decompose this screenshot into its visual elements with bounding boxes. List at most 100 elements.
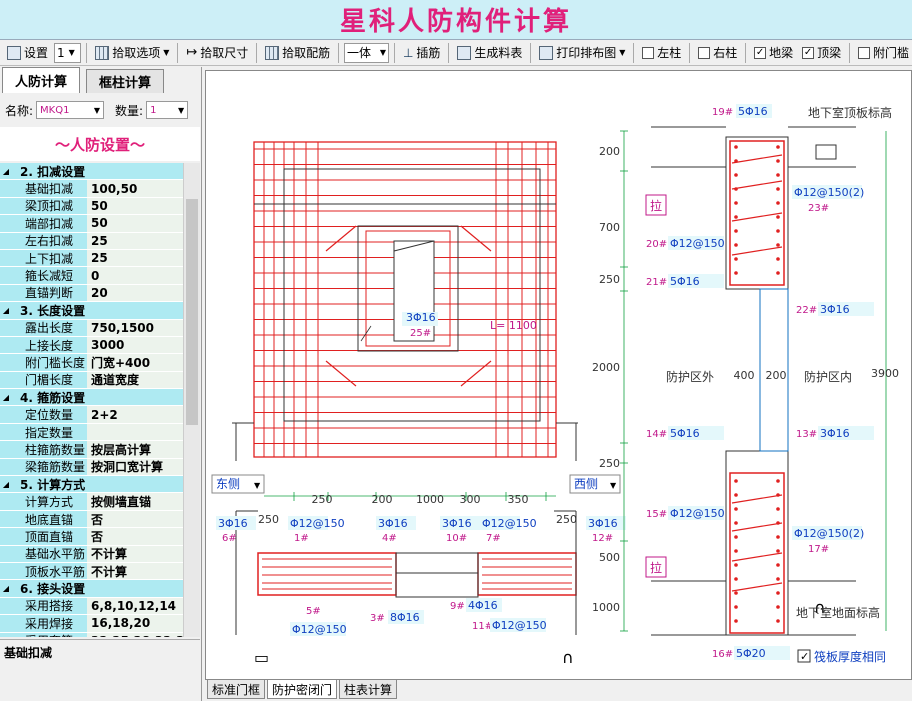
collapse-icon[interactable]: ◢: [2, 584, 10, 594]
insert-rebar-button[interactable]: ⊥插筋: [402, 45, 441, 61]
collapse-icon[interactable]: ◢: [2, 305, 10, 315]
settings-select[interactable]: 1▼: [54, 42, 82, 63]
label-highlight: [668, 274, 724, 288]
tab-column-table[interactable]: 柱表计算: [339, 680, 398, 699]
property-value[interactable]: 2+2: [87, 406, 183, 423]
property-section[interactable]: ◢3. 长度设置: [0, 302, 183, 320]
property-name: 柱箍筋数量: [0, 441, 87, 458]
east-side-select: [211, 474, 265, 494]
property-name: 上接长度: [0, 336, 87, 354]
right-col-checkbox[interactable]: 右柱: [695, 44, 740, 61]
section-bar: [734, 591, 738, 595]
property-section[interactable]: ◢5. 计算方式: [0, 476, 183, 494]
property-value[interactable]: 100,50: [87, 180, 183, 197]
property-value[interactable]: 22,25,28,32,36: [87, 632, 183, 637]
property-row[interactable]: 指定数量: [0, 423, 183, 442]
settings-button[interactable]: 设置: [4, 42, 51, 64]
property-value[interactable]: 750,1500: [87, 319, 183, 336]
property-scrollbar[interactable]: [183, 163, 200, 637]
property-value[interactable]: 20: [87, 284, 183, 302]
property-value[interactable]: 门宽+400: [87, 354, 183, 371]
property-row[interactable]: 计算方式按侧墙直锚: [0, 493, 183, 511]
property-value[interactable]: 按层高计算: [87, 441, 183, 458]
property-section[interactable]: ◢2. 扣减设置: [0, 163, 183, 181]
property-row[interactable]: 基础水平筋不计算: [0, 545, 183, 563]
toolbar-divider: [633, 42, 635, 63]
check-icon: ✓: [802, 46, 815, 59]
section-bar: [776, 271, 780, 275]
property-value[interactable]: 不计算: [87, 562, 183, 580]
collapse-icon[interactable]: ◢: [2, 166, 10, 176]
section-rebar-number: 20#: [646, 239, 667, 250]
property-value[interactable]: 否: [87, 510, 183, 528]
pick-rebar-button[interactable]: 拾取配筋: [262, 42, 333, 64]
integral-select[interactable]: 一体▼: [344, 42, 390, 63]
gen-table-button[interactable]: 生成料表: [454, 42, 525, 64]
tab-standard-frame[interactable]: 标准门框: [207, 680, 266, 699]
property-value[interactable]: 3000: [87, 336, 183, 354]
property-row[interactable]: 顶面直锚否: [0, 528, 183, 546]
toolbar-divider: [745, 42, 747, 63]
property-value[interactable]: 否: [87, 528, 183, 545]
property-value[interactable]: 50: [87, 197, 183, 215]
scrollbar-thumb[interactable]: [186, 199, 198, 425]
property-row[interactable]: 门楣长度通道宽度: [0, 371, 183, 390]
left-col-checkbox[interactable]: 左柱: [639, 44, 684, 61]
name-select[interactable]: MKQ1▼: [36, 101, 105, 119]
chevron-down-icon: ▼: [610, 481, 617, 490]
property-value[interactable]: 按侧墙直锚: [87, 493, 183, 510]
tab-frame-column[interactable]: 框柱计算: [86, 69, 165, 93]
property-row[interactable]: 柱箍筋数量按层高计算: [0, 441, 183, 459]
chevron-down-icon: ▼: [163, 48, 170, 57]
property-value[interactable]: 按洞口宽计算: [87, 458, 183, 476]
property-value[interactable]: 通道宽度: [87, 371, 183, 389]
tab-protective-door[interactable]: 防护密闭门: [267, 680, 338, 699]
ground-beam-checkbox[interactable]: ✓地梁: [754, 46, 794, 60]
property-value[interactable]: 25: [87, 232, 183, 249]
property-value[interactable]: 16,18,20: [87, 615, 183, 632]
print-layout-button[interactable]: 打印排布图▼: [536, 42, 628, 64]
section-rebar-number: 22#: [796, 305, 817, 316]
property-row[interactable]: 地底直锚否: [0, 510, 183, 529]
pick-options-button[interactable]: 拾取选项▼: [92, 42, 172, 64]
property-section[interactable]: ◢6. 接头设置: [0, 580, 183, 598]
property-value[interactable]: 不计算: [87, 545, 183, 562]
property-value[interactable]: 50: [87, 215, 183, 232]
property-row[interactable]: 采用套筒22,25,28,32,36: [0, 632, 183, 637]
property-row[interactable]: 附门槛长度门宽+400: [0, 354, 183, 372]
section-bar: [734, 549, 738, 553]
section-bar: [776, 619, 780, 623]
property-value[interactable]: 25: [87, 249, 183, 267]
section-rebar-number: 13#: [796, 429, 817, 440]
collapse-icon[interactable]: ◢: [2, 392, 10, 402]
property-value[interactable]: [87, 423, 183, 441]
section-bar: [734, 521, 738, 525]
qty-select[interactable]: 1▼: [146, 101, 189, 119]
plan-rebar-number: 5#: [306, 606, 321, 617]
property-row[interactable]: 顶板水平筋不计算: [0, 562, 183, 581]
top-beam-checkbox[interactable]: ✓顶梁: [802, 46, 842, 60]
property-value[interactable]: 6,8,10,12,14: [87, 597, 183, 615]
attached-sill-checkbox[interactable]: 附门槛: [855, 44, 912, 61]
section-dimension: 500: [599, 551, 620, 564]
tab-civil-defense[interactable]: 人防计算: [2, 67, 81, 93]
section-bar: [734, 173, 738, 177]
property-value[interactable]: 0: [87, 267, 183, 284]
pick-size-button[interactable]: ↦拾取尺寸: [186, 45, 249, 60]
collapse-icon[interactable]: ◢: [2, 479, 10, 489]
property-section[interactable]: ◢4. 箍筋设置: [0, 389, 183, 407]
property-row[interactable]: 梁箍筋数量按洞口宽计算: [0, 458, 183, 477]
